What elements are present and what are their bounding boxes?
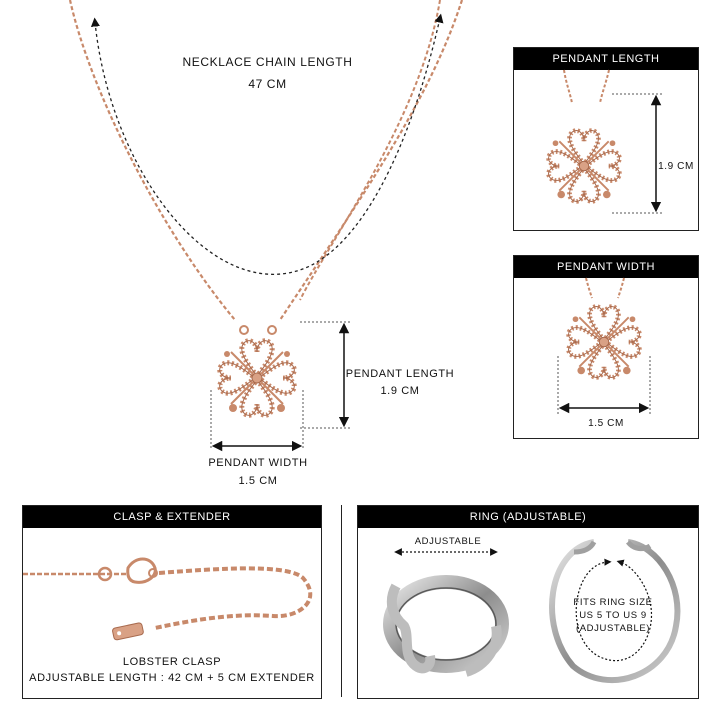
pendant-length-panel: PENDANT LENGTH 1.9 CM xyxy=(513,47,699,231)
ring-panel-header: RING (ADJUSTABLE) xyxy=(358,506,698,528)
section-divider xyxy=(341,505,342,697)
ring-fits-line-2: US 5 TO US 9 xyxy=(579,610,647,621)
ring-fits-line-1: FITS RING SIZE xyxy=(573,597,653,608)
pendant-width-panel-pendant xyxy=(569,307,640,378)
clasp-line-1: LOBSTER CLASP xyxy=(122,656,222,668)
clasp-extender-panel-header: CLASP & EXTENDER xyxy=(23,506,321,528)
pendant-length-label: PENDANT LENGTH xyxy=(345,368,455,380)
pendant-width-label: PENDANT WIDTH xyxy=(208,457,308,469)
chain-inner xyxy=(299,0,441,301)
chain-length-indicator xyxy=(90,13,444,275)
main-pendant xyxy=(220,341,295,416)
ring-adjustable-label: ADJUSTABLE xyxy=(414,536,482,547)
chain-length-title: NECKLACE CHAIN LENGTH xyxy=(182,55,353,69)
chain-length-value: 47 CM xyxy=(248,77,287,91)
pendant-width-panel-value: 1.5 CM xyxy=(588,418,624,429)
clasp-line-2: ADJUSTABLE LENGTH : 42 CM + 5 CM EXTENDE… xyxy=(29,672,315,684)
clasp-extender-panel: CLASP & EXTENDER LOBSTER CLASP ADJUSTABL… xyxy=(22,505,322,699)
pendant-width-panel-header: PENDANT WIDTH xyxy=(514,256,698,278)
pendant-length-panel-header: PENDANT LENGTH xyxy=(514,48,698,70)
lobster-clasp xyxy=(97,557,158,584)
extender-chain xyxy=(154,566,313,630)
chain-outer-right xyxy=(279,0,464,321)
open-band-ring xyxy=(549,539,681,684)
pendant-width-value: 1.5 CM xyxy=(238,475,278,487)
pendant-length-value: 1.9 CM xyxy=(380,385,420,397)
pendant-length-panel-pendant xyxy=(549,131,620,202)
pendant-length-panel-value: 1.9 CM xyxy=(658,161,694,172)
ring-fits-line-3: (ADJUSTABLE) xyxy=(575,623,651,634)
hug-ring xyxy=(383,575,509,677)
ring-panel: RING (ADJUSTABLE) ADJUSTABL xyxy=(357,505,699,699)
extender-tag xyxy=(112,622,144,641)
ring-size-indicator xyxy=(575,558,652,662)
chain-outer xyxy=(68,0,236,321)
pendant-width-panel: PENDANT WIDTH 1.5 CM xyxy=(513,255,699,439)
